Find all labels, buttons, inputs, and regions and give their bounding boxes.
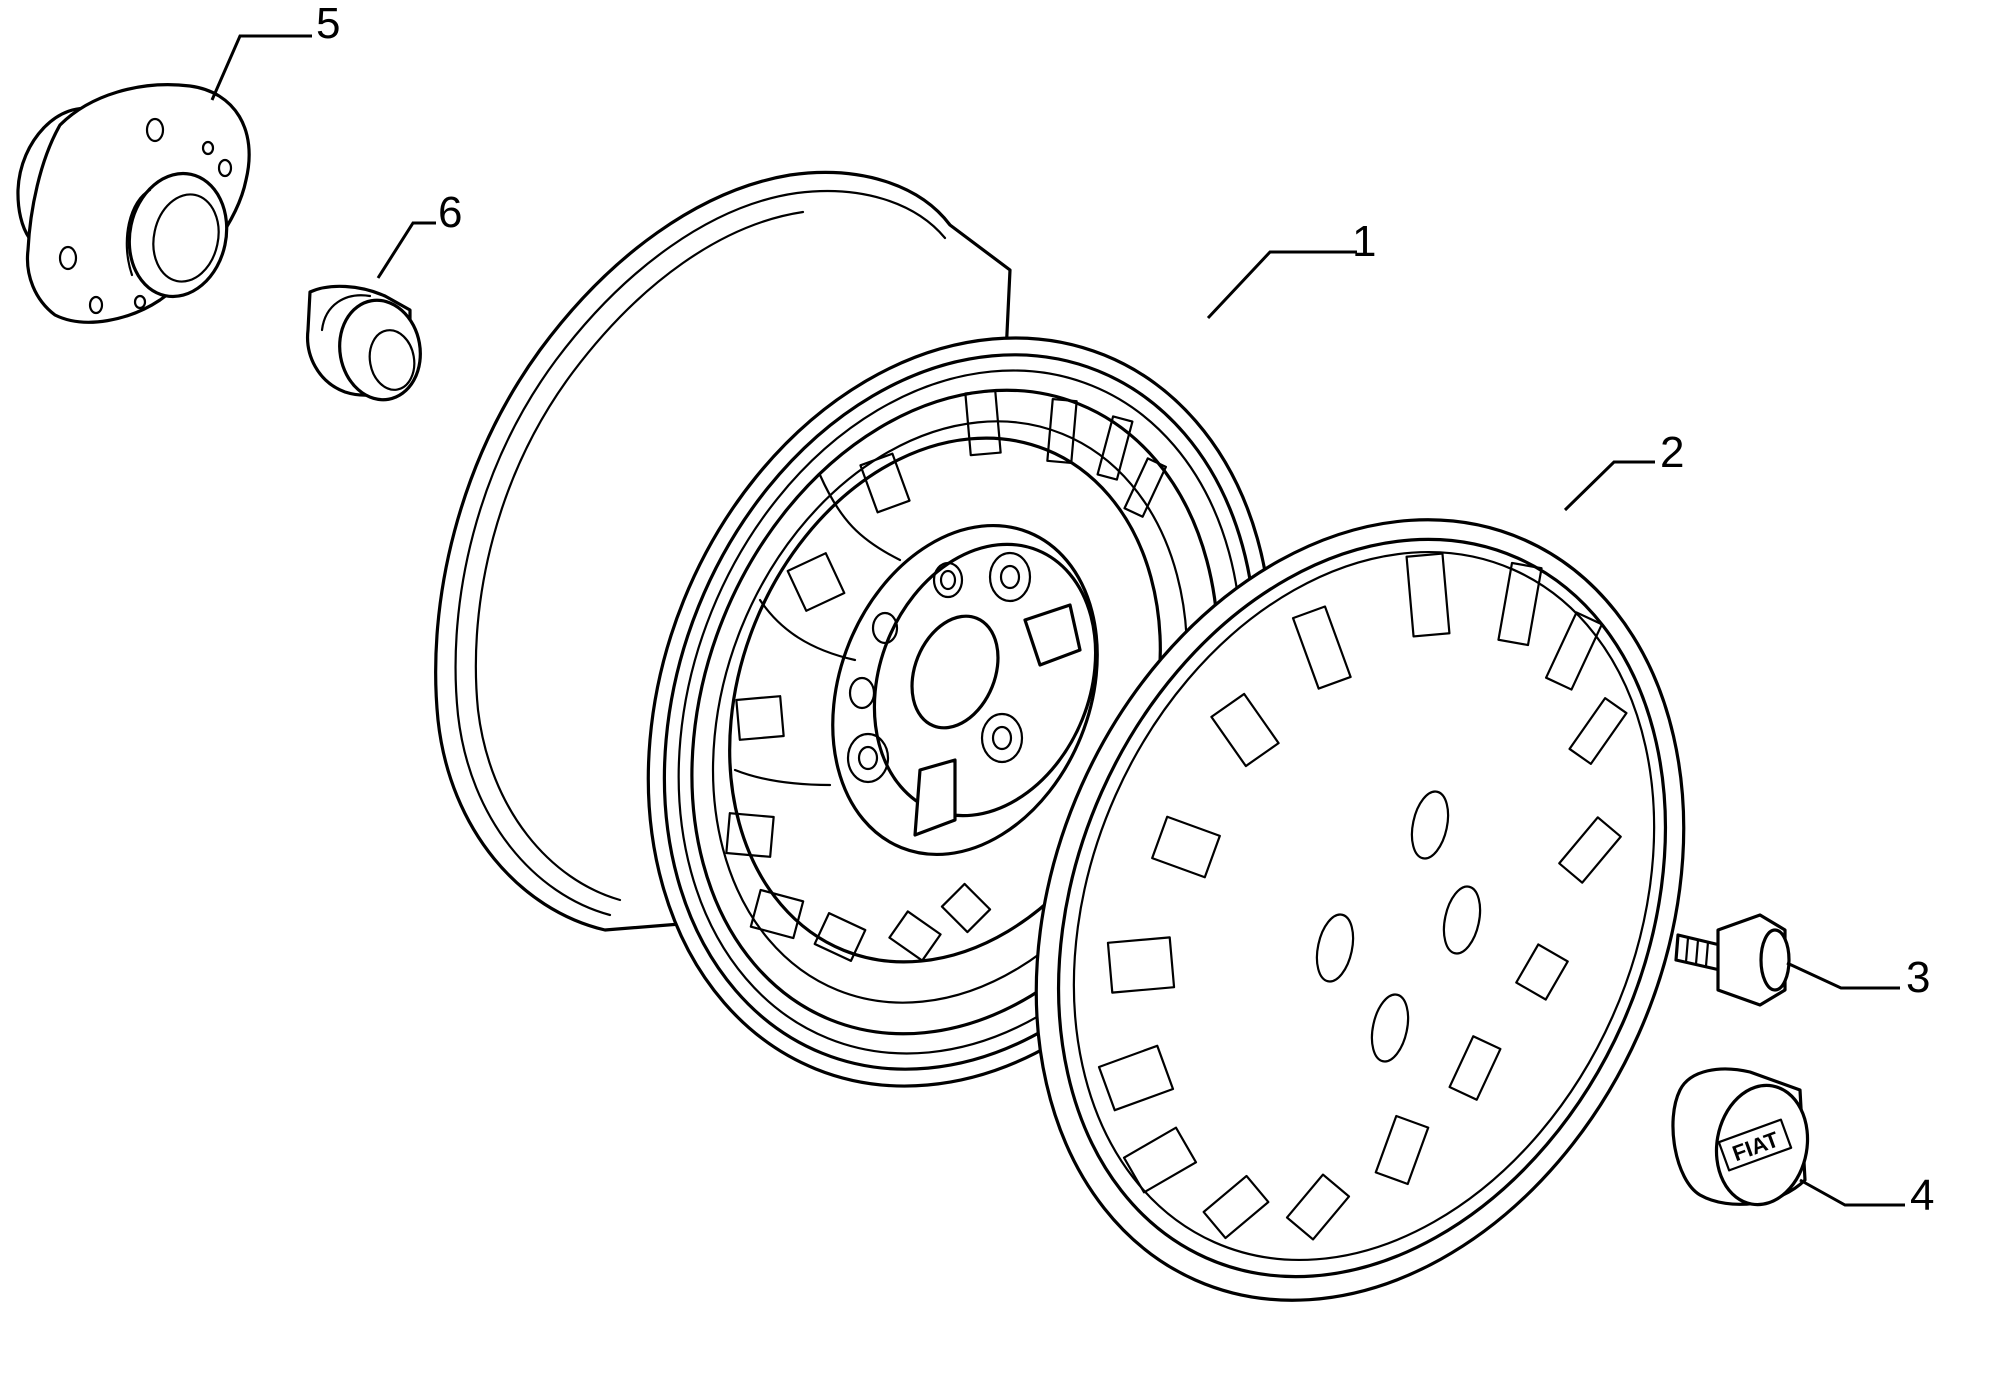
callout-6: 6 bbox=[438, 188, 462, 237]
callout-3: 3 bbox=[1906, 953, 1930, 1002]
callout-2: 2 bbox=[1660, 428, 1684, 477]
wheel-bolt bbox=[1674, 913, 1791, 1007]
callout-1: 1 bbox=[1352, 217, 1376, 266]
center-cap: FIAT bbox=[1671, 1067, 1810, 1207]
callout-4: 4 bbox=[1910, 1171, 1934, 1220]
callout-5: 5 bbox=[316, 0, 340, 48]
wheel-cover bbox=[1034, 518, 1686, 1302]
grease-cap bbox=[305, 284, 422, 402]
callout-leaders bbox=[210, 34, 1905, 1207]
wheel-hub bbox=[16, 83, 251, 324]
